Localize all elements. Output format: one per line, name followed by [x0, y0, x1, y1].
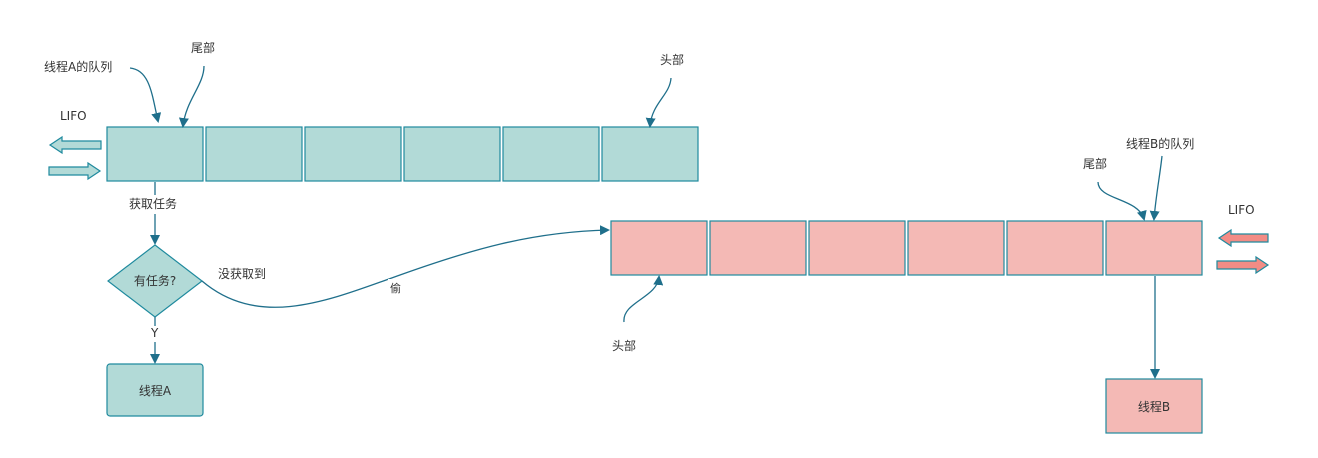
- queue-b-cell-2: [709, 220, 807, 276]
- queue-a-cell-5: [502, 126, 600, 182]
- thread-b-label: 线程B: [1138, 399, 1170, 414]
- queue-a-tail-label: 尾部: [191, 40, 215, 55]
- steal-label: 偷: [390, 281, 401, 295]
- queue-b-cell-1: [610, 220, 708, 276]
- queue-a-head-label: 头部: [660, 52, 684, 67]
- queue-b-label-pointer: [1149, 155, 1163, 221]
- queue-a-pop-arrow: [48, 161, 102, 181]
- queue-b-tail-pointer: [1097, 181, 1147, 221]
- queue-b-tail-label: 尾部: [1083, 156, 1107, 171]
- steal-label-bg: [388, 279, 404, 295]
- queue-a-cell-6: [601, 126, 699, 182]
- not-got-label: 没获取到: [218, 266, 266, 281]
- queue-b-lifo-label: LIFO: [1228, 203, 1255, 217]
- queue-a-cell-2: [205, 126, 303, 182]
- queue-b-head-pointer: [623, 275, 664, 323]
- get-task-label: 获取任务: [129, 196, 177, 211]
- queue-a: [106, 126, 699, 182]
- queue-b-pop-arrow: [1216, 255, 1270, 275]
- yes-label: Y: [150, 326, 159, 340]
- queue-a-cell-1: [106, 126, 204, 182]
- queue-b-lifo-arrows: LIFO: [1216, 203, 1270, 275]
- queue-b-push-arrow: [1217, 228, 1269, 248]
- queue-a-head-pointer: [645, 77, 672, 128]
- queue-a-tail-pointer: [178, 65, 205, 128]
- queue-b-cell-4: [907, 220, 1005, 276]
- queue-a-push-arrow: [48, 135, 102, 155]
- queue-b: [610, 220, 1203, 276]
- queue-b-cell-3: [808, 220, 906, 276]
- queue-a-lifo-label: LIFO: [60, 109, 87, 123]
- steal-connector: [201, 225, 610, 308]
- queue-b-cell-6: [1105, 220, 1203, 276]
- queue-a-label-pointer: [129, 67, 162, 123]
- decision-label: 有任务?: [134, 273, 176, 288]
- queue-a-label: 线程A的队列: [44, 59, 112, 74]
- thread-b-box: [1105, 378, 1203, 434]
- queue-a-cell-3: [304, 126, 402, 182]
- queue-a-cell-4: [403, 126, 501, 182]
- queue-b-cell-5: [1006, 220, 1104, 276]
- thread-a-box: [106, 363, 204, 417]
- queue-b-head-label: 头部: [612, 338, 636, 353]
- queue-b-label: 线程B的队列: [1126, 136, 1194, 151]
- queue-a-lifo-arrows: LIFO: [48, 109, 102, 181]
- thread-a-label: 线程A: [139, 383, 172, 398]
